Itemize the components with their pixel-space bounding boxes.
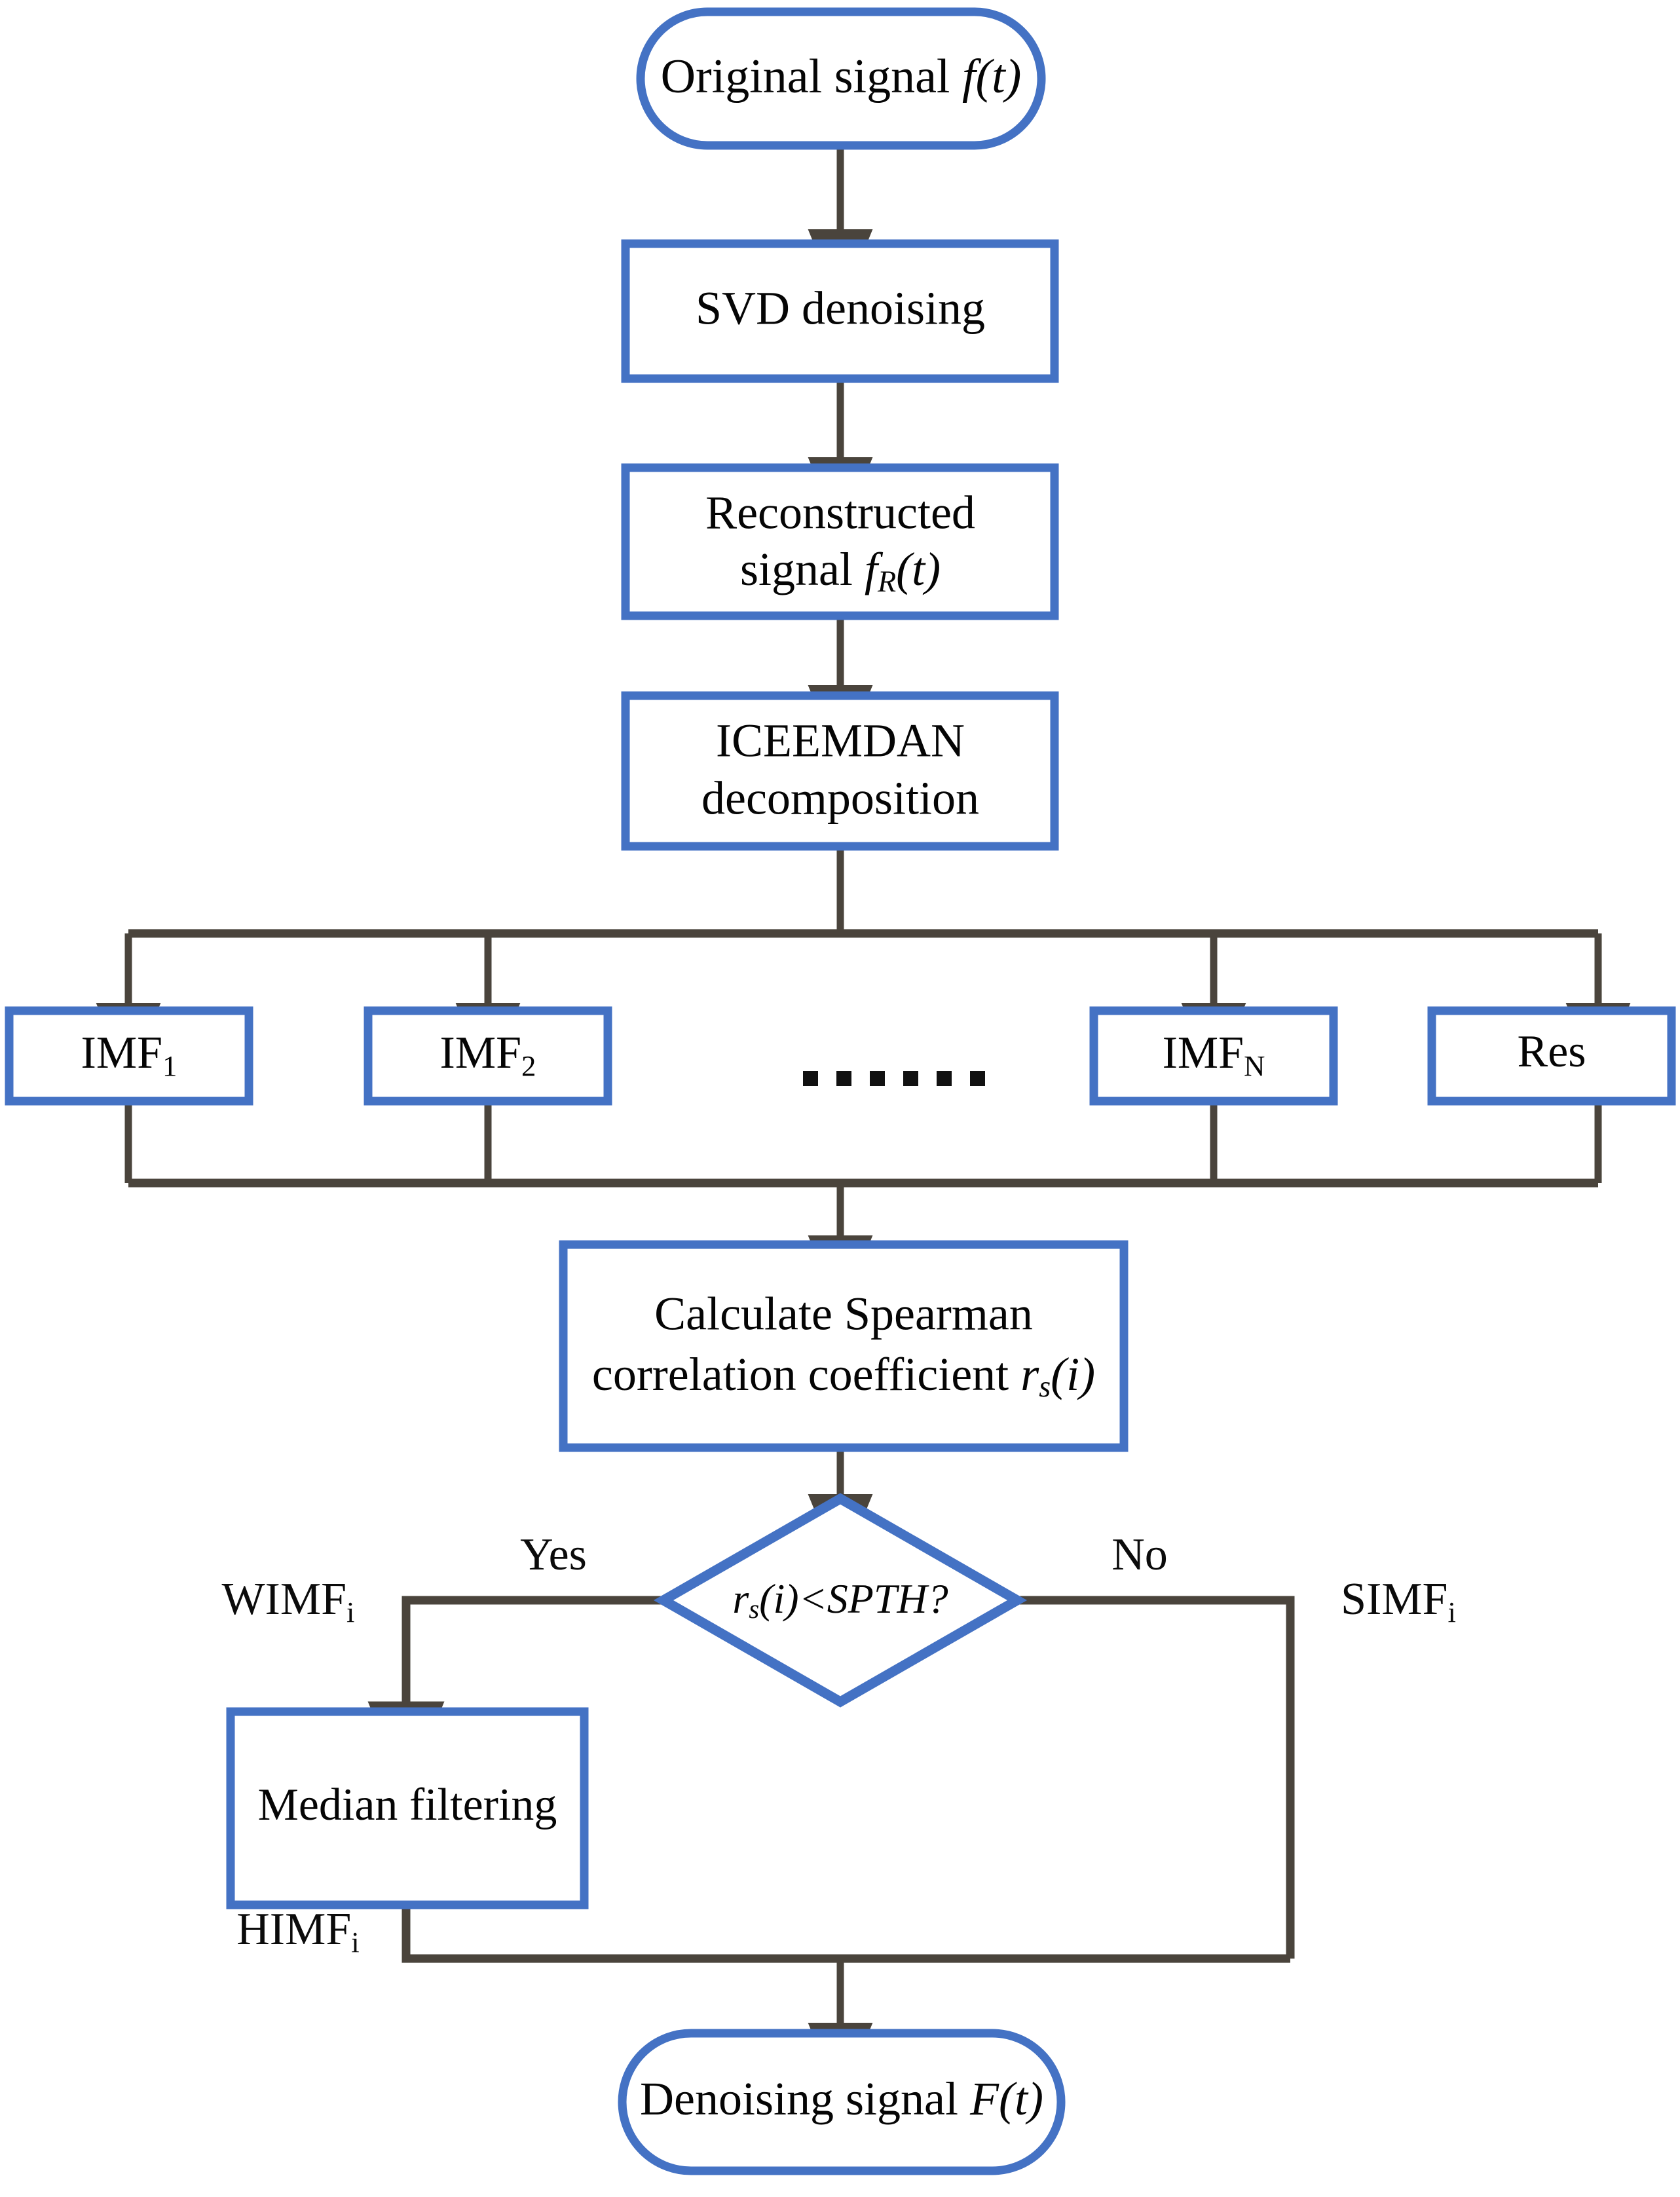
node-median-filtering[interactable]: Median filtering xyxy=(226,1707,589,1909)
node-spearman[interactable]: Calculate Spearman correlation coefficie… xyxy=(559,1240,1129,1452)
spearman-shape[interactable] xyxy=(559,1240,1129,1452)
imfN-shape[interactable] xyxy=(1089,1006,1338,1106)
node-denoising-signal[interactable]: Denoising signal F(t) xyxy=(618,2029,1066,2175)
node-reconstructed-signal[interactable]: Reconstructed signal fR(t) xyxy=(621,463,1059,620)
svd-denoising-shape[interactable] xyxy=(621,239,1059,383)
ellipsis-dot xyxy=(937,1071,952,1086)
res-shape[interactable] xyxy=(1427,1006,1676,1106)
edge-no-to-bottom-merge xyxy=(1017,1596,1295,1959)
imf1-shape[interactable] xyxy=(5,1006,253,1106)
node-res[interactable]: Res xyxy=(1427,1006,1676,1106)
edge-label-himf: HIMFi xyxy=(236,1904,360,1959)
node-imf2[interactable]: IMF2 xyxy=(364,1006,612,1106)
imf1-label: IMF1 xyxy=(81,1028,177,1082)
edge-label-yes: Yes xyxy=(520,1530,587,1580)
edge-median-to-bottom-merge xyxy=(401,1905,1290,1963)
svd-denoising-label: SVD denoising xyxy=(696,282,985,335)
decision-label: rs(i)<SPTH? xyxy=(732,1575,948,1624)
spearman-label-line2: correlation coefficient rs(i) xyxy=(592,1348,1095,1403)
reconstructed-signal-label-line1: Reconstructed xyxy=(705,487,975,539)
median-filtering-label: Median filtering xyxy=(258,1780,557,1830)
node-iceemdan-decomposition[interactable]: ICEEMDAN decomposition xyxy=(621,691,1059,851)
median-filtering-shape[interactable] xyxy=(226,1707,589,1909)
denoising-signal-shape[interactable] xyxy=(618,2029,1066,2175)
edge-label-simf: SIMFi xyxy=(1341,1574,1456,1628)
ellipsis-dot xyxy=(836,1071,851,1086)
ellipsis-dots xyxy=(803,1071,985,1086)
node-svd-denoising[interactable]: SVD denoising xyxy=(621,239,1059,383)
original-signal-label: Original signal f(t) xyxy=(661,50,1022,103)
spearman-label-line1: Calculate Spearman xyxy=(654,1288,1033,1340)
imf2-label: IMF2 xyxy=(440,1028,536,1082)
edge-label-wimf: WIMFi xyxy=(221,1574,354,1628)
ellipsis-dot xyxy=(903,1071,918,1086)
reconstructed-signal-shape[interactable] xyxy=(621,463,1059,620)
edge-yes-to-median-filtering xyxy=(367,1596,663,1795)
node-original-signal[interactable]: Original signal f(t) xyxy=(636,7,1046,150)
decision-shape[interactable] xyxy=(653,1493,1028,1708)
denoising-signal-label: Denoising signal F(t) xyxy=(640,2073,1043,2125)
edge-label-no: No xyxy=(1111,1530,1168,1580)
original-signal-shape[interactable] xyxy=(636,7,1046,150)
imfN-label: IMFN xyxy=(1163,1028,1265,1082)
reconstructed-signal-label-line2: signal fR(t) xyxy=(740,543,941,598)
ellipsis-dot xyxy=(803,1071,818,1086)
node-imfN[interactable]: IMFN xyxy=(1089,1006,1338,1106)
iceemdan-shape[interactable] xyxy=(621,691,1059,851)
node-decision[interactable]: rs(i)<SPTH? xyxy=(653,1493,1028,1708)
iceemdan-label-line1: ICEEMDAN xyxy=(716,715,965,767)
connectors xyxy=(96,145,1631,2102)
ellipsis-dot xyxy=(970,1071,985,1086)
imf2-shape[interactable] xyxy=(364,1006,612,1106)
ellipsis-dot xyxy=(870,1071,885,1086)
res-label: Res xyxy=(1518,1026,1586,1077)
node-imf1[interactable]: IMF1 xyxy=(5,1006,253,1106)
iceemdan-label-line2: decomposition xyxy=(701,772,979,825)
